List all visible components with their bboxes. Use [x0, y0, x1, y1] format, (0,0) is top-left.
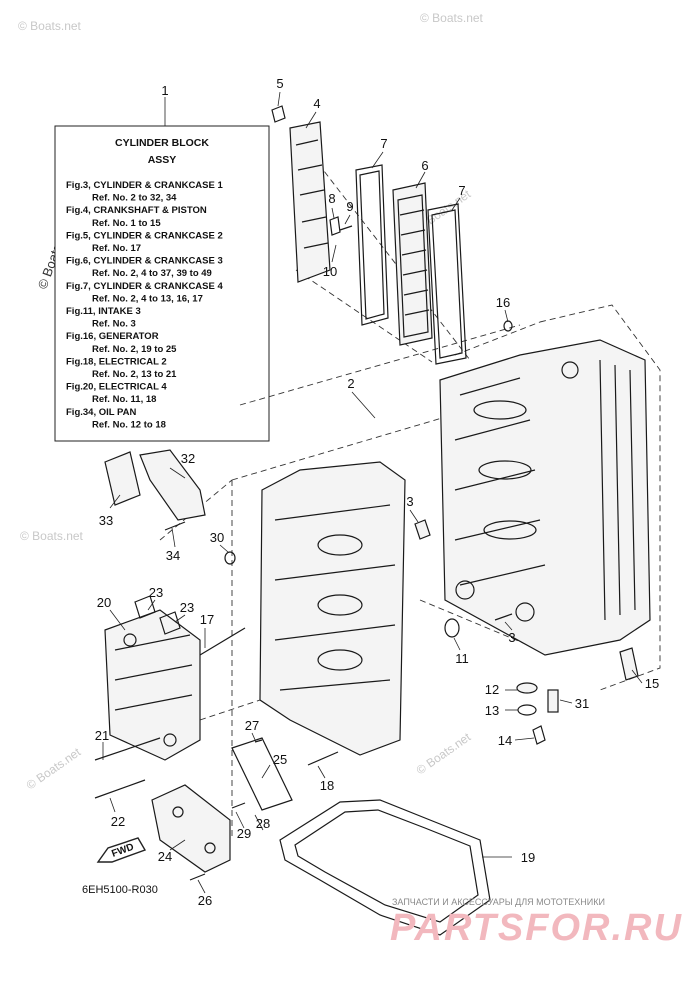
callout-label: 4 [313, 96, 320, 111]
legend-box: CYLINDER BLOCK ASSY Fig.3, CYLINDER & CR… [54, 125, 270, 442]
callout-label: 17 [200, 612, 214, 627]
bolts [94, 225, 513, 881]
callout-label: 24 [158, 849, 172, 864]
fwd-arrow: FWD [96, 837, 147, 863]
callout-label: 18 [320, 778, 334, 793]
part-7-gasket-left [355, 164, 389, 326]
callout-label: 30 [210, 530, 224, 545]
callout-label: 13 [485, 703, 499, 718]
small-parts [134, 105, 559, 745]
callout-label: 8 [328, 191, 335, 206]
legend-fig-line: Fig.16, GENERATOR [66, 331, 159, 342]
drawing-code: 6EH5100-R030 [82, 884, 158, 896]
callout-label: 15 [645, 676, 659, 691]
callout-label: 9 [346, 199, 353, 214]
callout-label: 19 [521, 850, 535, 865]
callout-label: 1 [161, 83, 168, 98]
legend-fig-line: Fig.7, CYLINDER & CRANKCASE 4 [66, 281, 223, 292]
callout-label: 25 [273, 752, 287, 767]
legend-ref-line: Ref. No. 2, 4 to 13, 16, 17 [92, 293, 203, 304]
part-25-gasket [231, 737, 293, 811]
callout-label: 2 [347, 376, 354, 391]
callout-label: 21 [95, 728, 109, 743]
crankcase-center [259, 461, 406, 756]
callout-label: 28 [256, 816, 270, 831]
part-24-cover [151, 784, 231, 873]
part-6-cover [392, 182, 433, 346]
legend-ref-line: Ref. No. 2, 13 to 21 [92, 369, 177, 380]
part-20-cylinder-head [104, 609, 201, 761]
legend-ref-line: Ref. No. 2, 19 to 25 [92, 344, 177, 355]
brand-logo-text: PARTSFOR.RU [390, 907, 683, 949]
callout-label: 31 [575, 696, 589, 711]
legend-ref-line: Ref. No. 1 to 15 [92, 218, 161, 229]
callout-label: 29 [237, 826, 251, 841]
callout-label: 3 [406, 494, 413, 509]
callout-label: 3 [508, 630, 515, 645]
callout-label: 26 [198, 893, 212, 908]
callout-label: 12 [485, 682, 499, 697]
watermark-text: © Boats.net [18, 19, 82, 33]
callout-label: 14 [498, 733, 512, 748]
legend-ref-line: Ref. No. 2, 4 to 37, 39 to 49 [92, 268, 212, 279]
part-33-bracket [104, 451, 141, 506]
legend-lines: Fig.3, CYLINDER & CRANKCASE 1 Ref. No. 2 … [66, 180, 223, 430]
part-7-gasket-right [427, 203, 467, 365]
legend-fig-line: Fig.20, ELECTRICAL 4 [66, 382, 167, 393]
brand-watermark: ЗАПЧАСТИ И АКСЕССУАРЫ ДЛЯ МОТОТЕХНИКИ PA… [390, 897, 683, 949]
brand-tagline: ЗАПЧАСТИ И АКСЕССУАРЫ ДЛЯ МОТОТЕХНИКИ [392, 897, 605, 907]
part-15-sensor [619, 647, 639, 681]
watermark-text: © Boats.net [420, 11, 484, 25]
callout-label: 6 [421, 158, 428, 173]
part-2-cylinder-block [439, 339, 651, 656]
legend-fig-line: Fig.34, OIL PAN [66, 407, 137, 418]
callout-label: 23 [180, 600, 194, 615]
callout-label: 20 [97, 595, 111, 610]
callout-label: 7 [380, 136, 387, 151]
legend-fig-line: Fig.18, ELECTRICAL 2 [66, 356, 167, 367]
callout-label: 7 [458, 183, 465, 198]
callout-label: 5 [276, 76, 283, 91]
callout-label: 11 [455, 651, 469, 666]
legend-ref-line: Ref. No. 11, 18 [92, 394, 156, 405]
legend-fig-line: Fig.5, CYLINDER & CRANKCASE 2 [66, 230, 223, 241]
callout-label: 32 [181, 451, 195, 466]
callout-label: 27 [245, 718, 259, 733]
part-4-plate [289, 121, 331, 283]
callout-label: 33 [99, 513, 113, 528]
legend-fig-line: Fig.11, INTAKE 3 [66, 306, 141, 317]
legend-ref-line: Ref. No. 17 [92, 243, 141, 254]
callout-label: 34 [166, 548, 180, 563]
legend-fig-line: Fig.6, CYLINDER & CRANKCASE 3 [66, 256, 223, 267]
legend-fig-line: Fig.4, CRANKSHAFT & PISTON [66, 205, 207, 216]
callout-numbers: 1 2 3 3 4 5 6 7 7 8 9 10 11 12 13 14 15 … [95, 76, 659, 908]
watermark-text: © Boats.net [20, 529, 84, 543]
callout-label: 16 [496, 295, 510, 310]
leader-lines [102, 91, 643, 894]
legend-title-line1: CYLINDER BLOCK [115, 137, 209, 149]
legend-ref-line: Ref. No. 2 to 32, 34 [92, 193, 177, 204]
part-32-bracket [139, 449, 206, 521]
callout-label: 23 [149, 585, 163, 600]
legend-title-line2: ASSY [148, 154, 177, 166]
watermark-text: © Boats.net [414, 730, 474, 778]
callout-label: 10 [323, 264, 337, 279]
part-19-gasket [279, 799, 491, 936]
watermark-text: © Boats.net [24, 745, 84, 793]
legend-ref-line: Ref. No. 12 to 18 [92, 419, 166, 430]
callout-label: 22 [111, 814, 125, 829]
legend-ref-line: Ref. No. 3 [92, 319, 136, 330]
legend-fig-line: Fig.3, CYLINDER & CRANKCASE 1 [66, 180, 223, 191]
